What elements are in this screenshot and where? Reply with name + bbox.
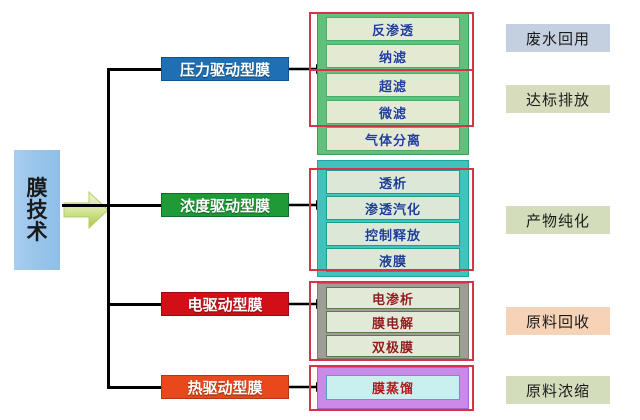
category-label: 热驱动型膜 [187,378,263,397]
root-label-char-2: 技 [26,197,48,222]
root-node-membrane-technology: 膜 技 术 [14,150,60,270]
root-label-char-1: 膜 [26,175,48,200]
process-item-pervaporation[interactable]: 渗透汽化 [326,196,460,220]
category-label: 电驱动型膜 [187,295,263,314]
process-item-controlled-release[interactable]: 控制释放 [326,222,460,246]
process-item-nanofiltration[interactable]: 纳滤 [326,44,460,68]
category-node-electric-driven[interactable]: 电驱动型膜 [161,292,289,316]
process-item-label: 气体分离 [364,133,421,149]
outcome-text: 达标排放 [525,90,590,109]
process-item-membrane-distillation[interactable]: 膜蒸馏 [326,375,460,400]
outcome-text: 原料回收 [525,312,590,331]
process-item-label: 反渗透 [371,23,414,39]
process-item-label: 微滤 [378,106,407,122]
branch-line-thermal [107,386,162,389]
process-item-membrane-electrolysis[interactable]: 膜电解 [326,311,460,333]
process-item-label: 超滤 [378,79,407,95]
branch-line-electric [107,303,162,306]
process-item-electrodialysis[interactable]: 电渗析 [326,287,460,309]
process-item-liquid-membrane[interactable]: 液膜 [326,248,460,272]
root-to-trunk-line [62,204,110,207]
process-item-ultrafiltration[interactable]: 超滤 [326,73,460,97]
process-item-label: 透析 [378,176,407,192]
right-arrow-icon [63,190,109,230]
process-item-label: 双极膜 [371,340,414,356]
branch-line-pressure [107,68,162,71]
outcome-label-product-purification[interactable]: 产物纯化 [506,206,610,234]
outcome-text: 原料浓缩 [525,381,590,400]
outcome-text: 产物纯化 [525,211,590,230]
outcome-label-standard-discharge[interactable]: 达标排放 [506,85,610,113]
process-item-dialysis[interactable]: 透析 [326,170,460,194]
category-node-thermal-driven[interactable]: 热驱动型膜 [161,375,289,399]
process-item-gas-separation[interactable]: 气体分离 [326,127,460,151]
category-node-concentration-driven[interactable]: 浓度驱动型膜 [161,193,289,217]
root-label-char-3: 术 [26,220,48,245]
process-item-label: 控制释放 [364,228,421,244]
category-node-pressure-driven[interactable]: 压力驱动型膜 [161,57,289,81]
process-item-label: 液膜 [378,254,407,270]
process-item-bipolar-membrane[interactable]: 双极膜 [326,335,460,357]
outcome-label-material-recovery[interactable]: 原料回收 [506,307,610,335]
category-label: 压力驱动型膜 [179,60,270,79]
process-item-label: 渗透汽化 [364,202,421,218]
category-label: 浓度驱动型膜 [179,196,270,215]
outcome-label-wastewater-reuse[interactable]: 废水回用 [506,24,610,52]
branch-line-concentration [107,204,162,207]
outcome-label-material-concentration[interactable]: 原料浓缩 [506,376,610,404]
process-item-microfiltration[interactable]: 微滤 [326,100,460,124]
outcome-text: 废水回用 [525,29,590,48]
process-item-label: 膜蒸馏 [371,382,414,397]
process-item-label: 纳滤 [378,50,407,66]
trunk-vertical-line [107,68,110,388]
process-item-label: 电渗析 [371,292,414,308]
process-item-label: 膜电解 [371,316,414,332]
process-item-reverse-osmosis[interactable]: 反渗透 [326,17,460,41]
